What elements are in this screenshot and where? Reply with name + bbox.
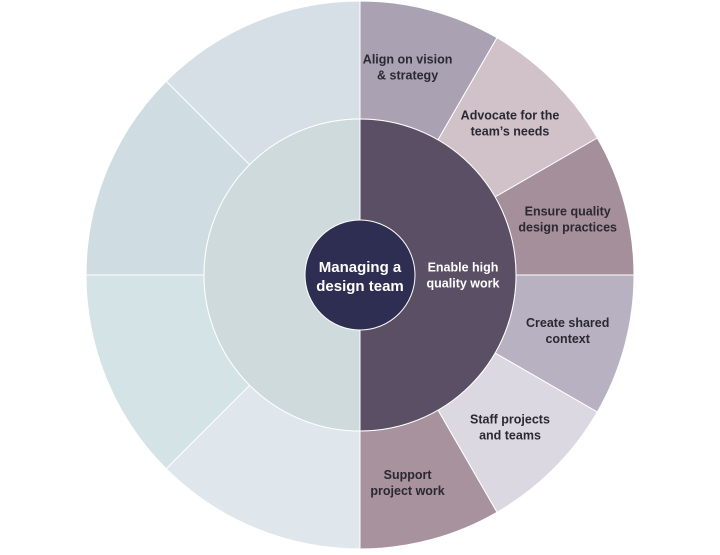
- outer-segment-label-line: Create shared: [526, 316, 609, 330]
- outer-segment-label-line: team’s needs: [471, 124, 550, 138]
- outer-segment-label: Staff projects and teams: [470, 412, 550, 442]
- outer-segment-label: Advocate for the team’s needs: [461, 108, 560, 138]
- inner-half-left: [203, 118, 361, 432]
- outer-segment-label-line: Ensure quality: [525, 205, 611, 219]
- outer-segment-label-line: and teams: [479, 428, 541, 442]
- outer-segment-label: Create shared context: [526, 316, 609, 346]
- center-label-line: design team: [316, 278, 404, 295]
- outer-segment-label-line: context: [545, 332, 590, 346]
- center-label-line: Managing a: [319, 259, 402, 276]
- outer-segment-label-line: Staff projects: [470, 412, 550, 426]
- center-label: Managing a design team: [316, 259, 404, 295]
- outer-segment-label: Support project work: [370, 468, 444, 498]
- inner-right-label-line: Enable high: [428, 260, 499, 274]
- outer-segment-label-line: design practices: [518, 221, 617, 235]
- inner-half-right: [359, 118, 517, 432]
- outer-segment-label-line: Support: [384, 468, 433, 482]
- outer-segment-label-line: & strategy: [377, 69, 438, 83]
- outer-segment-label-line: project work: [370, 484, 444, 498]
- inner-right-label: Enable high quality work: [427, 260, 500, 290]
- outer-segment-label-line: Advocate for the: [461, 108, 560, 122]
- outer-segment-label: Ensure quality design practices: [518, 205, 617, 235]
- inner-right-label-line: quality work: [427, 276, 500, 290]
- outer-segment-label-line: Align on vision: [363, 53, 453, 67]
- outer-segment-label: Align on vision & strategy: [363, 53, 453, 83]
- center-circle: [304, 219, 416, 331]
